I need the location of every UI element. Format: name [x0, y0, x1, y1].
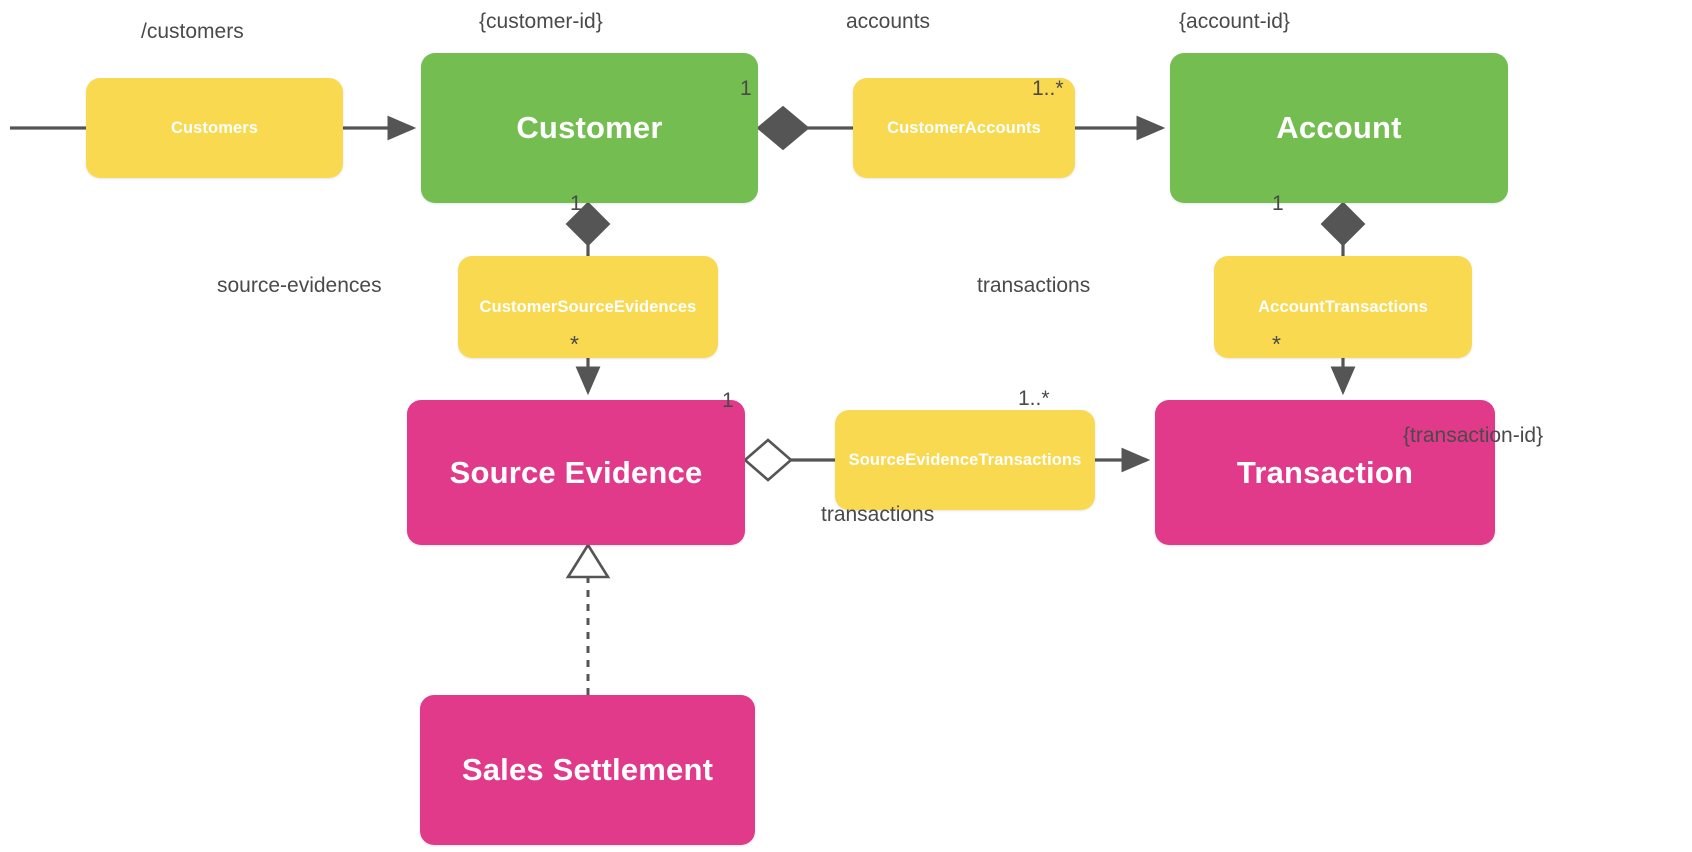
node-customer[interactable]: Customer: [421, 53, 758, 203]
aggregation-diamond-sourceevidence: [743, 438, 793, 482]
realization-triangle-sourceevidence: [565, 542, 611, 579]
node-customer-source-evidences[interactable]: CustomerSourceEvidences: [458, 256, 718, 358]
mult-accounts-to-account: 1..*: [1032, 77, 1064, 100]
label-customer-id-path: {customer-id}: [479, 10, 603, 33]
mult-customer-to-accounts: 1: [740, 77, 752, 100]
mult-se-transactions-to-transaction: 1..*: [1018, 387, 1050, 410]
node-source-evidence-label: Source Evidence: [449, 454, 703, 490]
node-source-evidence-transactions-label: SourceEvidenceTransactions: [848, 450, 1082, 469]
composition-diamond-customer-accounts: [756, 105, 810, 151]
node-customers[interactable]: Customers: [86, 78, 343, 178]
mult-source-evidences-to-source-evidence: *: [570, 331, 579, 357]
node-source-evidence-transactions[interactable]: SourceEvidenceTransactions: [835, 410, 1095, 510]
label-source-evidences-path: source-evidences: [217, 274, 382, 297]
label-accounts-path: accounts: [846, 10, 931, 33]
label-account-id-path: {account-id}: [1179, 10, 1290, 33]
node-account[interactable]: Account: [1170, 53, 1508, 203]
node-account-transactions[interactable]: AccountTransactions: [1214, 256, 1472, 358]
mult-account-to-transactions: 1: [1272, 192, 1284, 215]
label-customers-path: /customers: [141, 20, 244, 43]
node-customer-label: Customer: [516, 110, 663, 146]
label-transactions-path-account: transactions: [977, 274, 1091, 297]
mult-transactions-to-transaction: *: [1272, 331, 1281, 357]
node-transaction-label: Transaction: [1236, 454, 1414, 490]
node-account-transactions-label: AccountTransactions: [1258, 297, 1428, 316]
node-source-evidence[interactable]: Source Evidence: [407, 400, 745, 545]
label-transactions-path-source-evidence: transactions: [821, 503, 935, 526]
node-customer-source-evidences-label: CustomerSourceEvidences: [479, 297, 697, 316]
composition-diamond-account-transactions: [1320, 201, 1366, 247]
node-customer-accounts-label: CustomerAccounts: [887, 118, 1041, 137]
node-customers-label: Customers: [170, 118, 259, 137]
node-transaction[interactable]: Transaction: [1155, 400, 1495, 545]
node-customer-accounts[interactable]: CustomerAccounts: [853, 78, 1075, 178]
label-transaction-id-path: {transaction-id}: [1403, 424, 1544, 447]
mult-customer-to-source-evidences: 1: [570, 192, 582, 215]
node-sales-settlement[interactable]: Sales Settlement: [420, 695, 755, 845]
node-account-label: Account: [1276, 110, 1402, 146]
node-sales-settlement-label: Sales Settlement: [461, 752, 714, 788]
mult-source-evidence-to-se-transactions: 1: [722, 389, 734, 412]
